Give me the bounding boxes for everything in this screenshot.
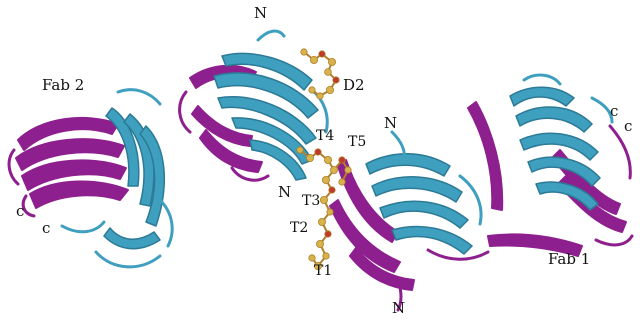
label-t4: T4 — [316, 128, 334, 144]
label-c-left-1: c — [16, 202, 24, 220]
label-t3: T3 — [302, 193, 320, 209]
label-t5: T5 — [348, 134, 366, 150]
fab2-domain — [7, 88, 174, 269]
fab1-light-chain — [509, 73, 614, 211]
central-bottom-light-chain — [365, 130, 483, 255]
fab1-heavy-chain — [467, 101, 634, 247]
label-d2: D2 — [343, 76, 365, 94]
label-n-mid-left: N — [278, 183, 291, 201]
ligand-t-chain — [296, 146, 352, 270]
fab2-light-chain — [60, 88, 174, 269]
label-n-top: N — [254, 4, 267, 22]
fab2-heavy-chain — [7, 116, 129, 218]
central-bottom-domain — [329, 130, 583, 312]
label-t2: T2 — [290, 220, 308, 236]
central-top-heavy-chain — [178, 64, 270, 182]
fab1-domain — [467, 73, 634, 247]
label-n-mid-right: N — [384, 114, 397, 132]
ligand-d2 — [300, 48, 340, 100]
label-fab2: Fab 2 — [42, 76, 84, 94]
central-top-light-chain — [213, 29, 329, 181]
label-c-left-2: c — [42, 219, 50, 237]
label-c-right-2: c — [624, 117, 632, 135]
central-bottom-heavy-chain — [329, 159, 583, 312]
label-n-bottom: N — [392, 299, 405, 317]
central-top-domain — [178, 29, 329, 182]
labels: Fab 2 Fab 1 D2 T4 T5 T3 T2 T1 N N N N c … — [16, 4, 632, 317]
label-t1: T1 — [314, 263, 332, 279]
label-fab1: Fab 1 — [548, 250, 590, 268]
label-c-right-1: c — [610, 102, 618, 120]
